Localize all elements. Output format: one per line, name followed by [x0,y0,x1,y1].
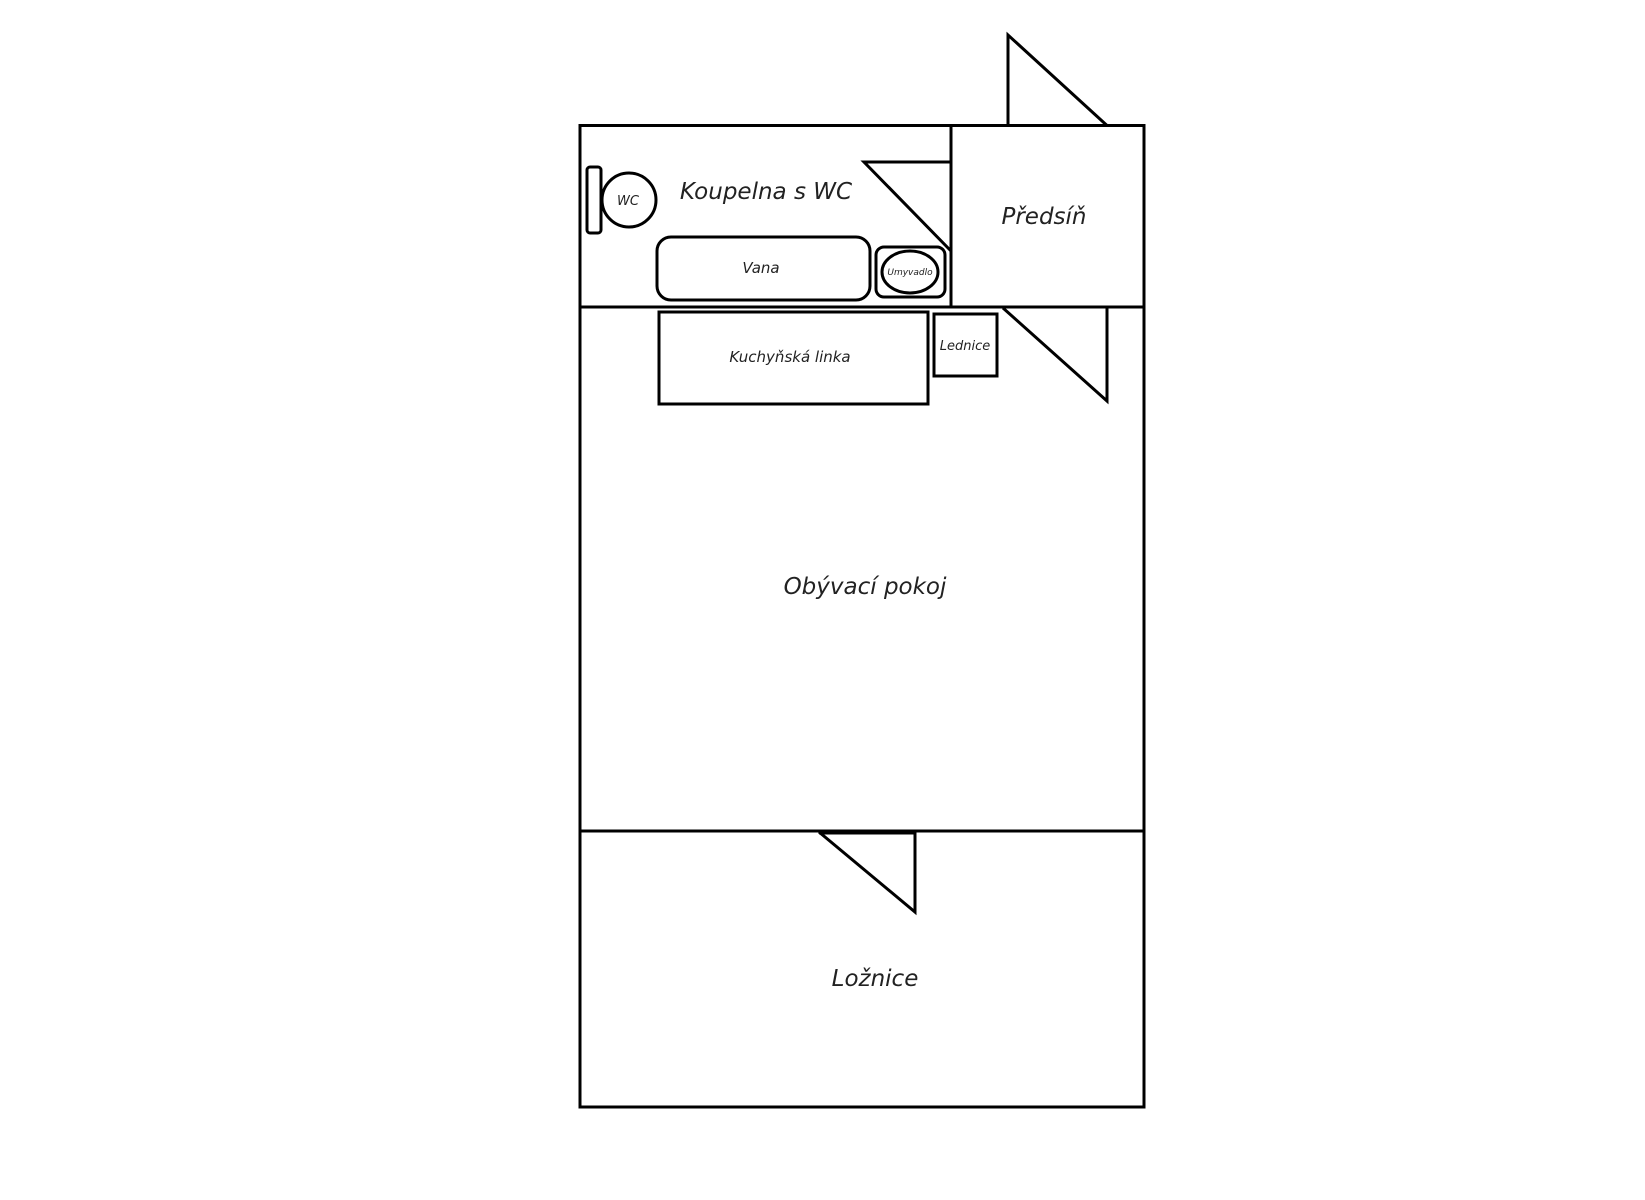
room-label-bedroom: Ložnice [832,966,919,992]
living-room-door[interactable] [1002,306,1109,405]
fixture-label-sink: Umyvadlo [887,268,933,278]
fixture-label-kitchen-unit: Kuchyňská linka [729,348,850,366]
room-label-living-room: Obývací pokoj [784,574,947,600]
fixture-label-fridge: Lednice [940,339,991,354]
kitchen-unit [657,310,930,406]
bathroom-door[interactable] [860,160,953,253]
outer-wall [578,124,1146,1109]
fixture-label-toilet: WC [617,194,640,209]
sink-basin [880,249,940,295]
entrance-door[interactable] [1006,31,1109,127]
toilet-tank [585,165,603,235]
room-label-bathroom: Koupelna s WC [680,179,852,205]
fridge [932,312,999,378]
bathtub [655,235,872,302]
toilet-bowl [600,171,658,229]
room-label-hallway: Předsíň [1001,204,1086,230]
fixture-label-bathtub: Vana [742,259,779,277]
sink-cabinet [874,245,947,299]
bedroom-door[interactable] [818,830,917,916]
